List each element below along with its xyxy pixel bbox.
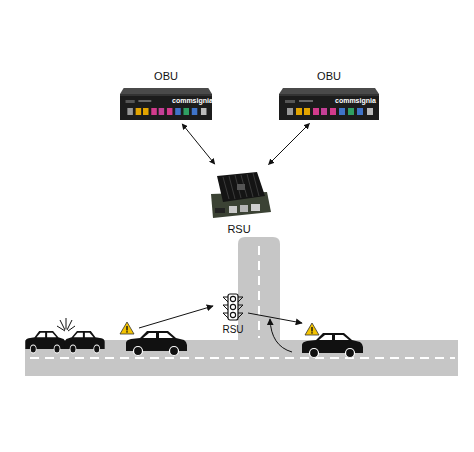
device-label: OBU xyxy=(100,70,232,82)
device-label: RSU xyxy=(201,324,265,335)
rsu-board: RSU xyxy=(207,168,271,220)
crashed-car xyxy=(64,331,104,353)
car xyxy=(126,331,187,356)
lane-marking xyxy=(30,357,455,359)
rsu-board-shape xyxy=(207,168,271,220)
device-label: RSU xyxy=(187,223,291,235)
traffic-light-rsu-shape xyxy=(221,293,245,321)
obu-device: OBUcommsignia xyxy=(120,88,212,120)
brand-label: commsignia xyxy=(335,97,376,104)
message-arrow xyxy=(139,306,213,328)
message-arrow xyxy=(248,313,302,323)
link-arrow xyxy=(269,124,310,165)
obu-device-shape xyxy=(120,88,212,120)
traffic-light-rsu: RSU xyxy=(221,293,245,321)
obu-device-shape xyxy=(279,88,379,120)
device-label: OBU xyxy=(259,70,399,82)
brand-label: commsignia xyxy=(172,97,213,104)
obu-device: OBUcommsignia xyxy=(279,88,379,120)
crashed-car xyxy=(25,331,65,353)
road xyxy=(25,237,458,376)
link-arrow xyxy=(182,124,215,164)
turn-arrow xyxy=(270,319,292,352)
warning-sign xyxy=(120,322,134,334)
crash-spark xyxy=(57,318,75,331)
lane-marking xyxy=(258,246,260,338)
car xyxy=(302,333,363,358)
warning-sign xyxy=(305,323,319,335)
